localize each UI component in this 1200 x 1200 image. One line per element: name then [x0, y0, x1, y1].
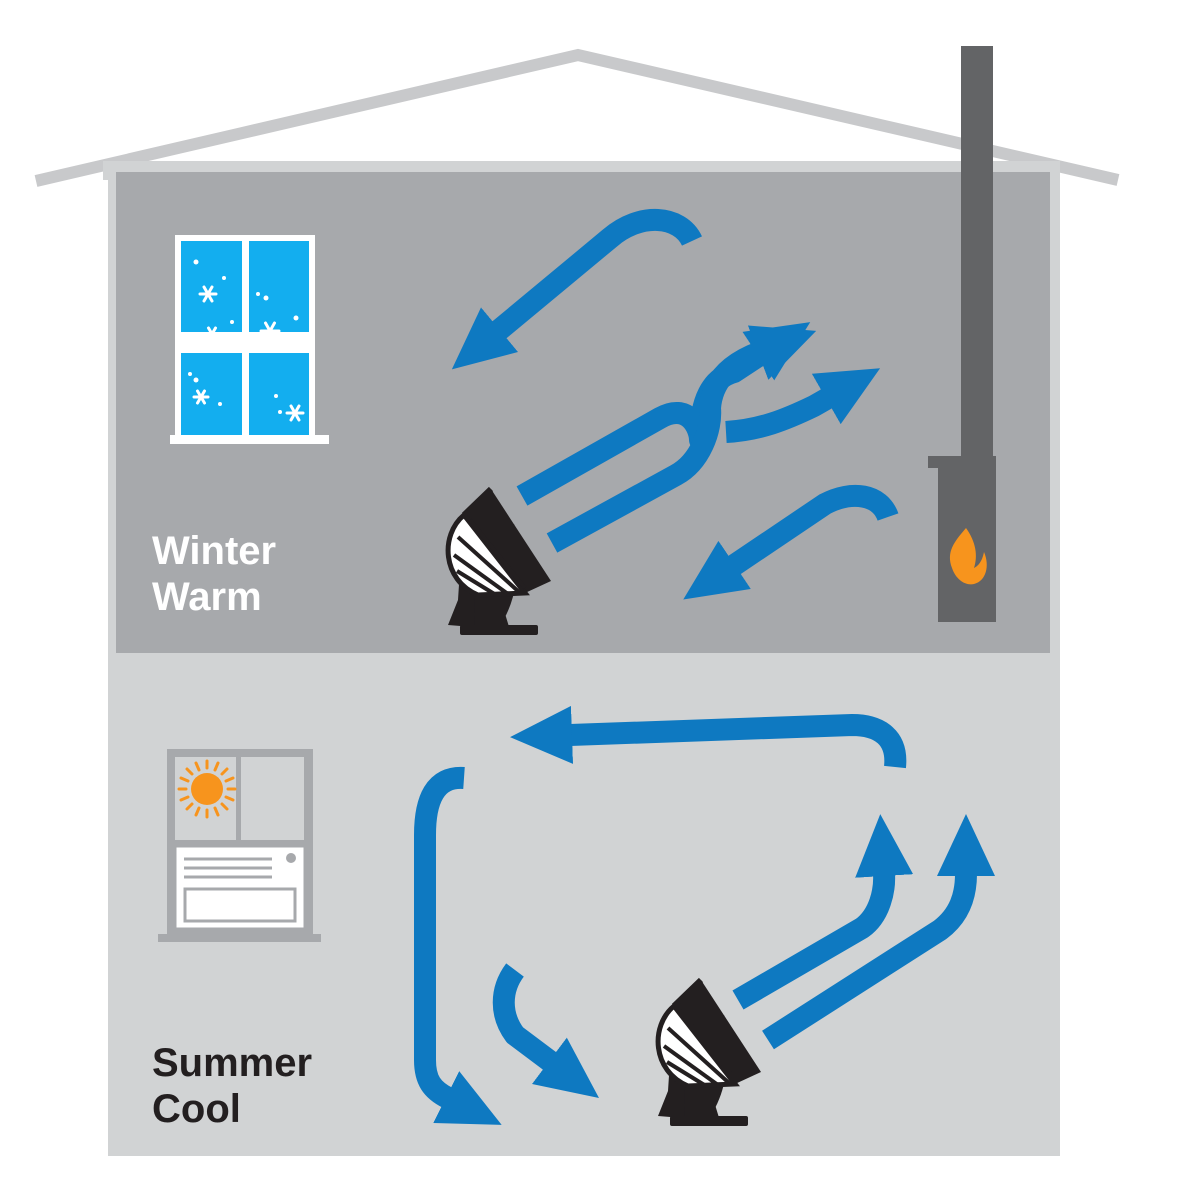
airflow-arrow [492, 963, 599, 1098]
airflow-arrow [762, 814, 995, 1050]
chimney-pipe [961, 46, 993, 466]
airflow-arrow [414, 766, 502, 1125]
fan-icon [655, 977, 761, 1126]
summer-airflow [414, 705, 995, 1125]
window-sill [170, 435, 329, 444]
winter-label-line1: Winter [152, 529, 277, 573]
window-pane [241, 757, 304, 840]
winter-room-label: Winter Warm [152, 528, 276, 620]
air-conditioner-icon [173, 844, 307, 931]
fan-icon [445, 486, 551, 635]
winter-label-line2: Warm [152, 575, 262, 619]
summer-label-line1: Summer [152, 1041, 313, 1085]
airflow-arrow [451, 208, 702, 370]
winter-airflow [451, 208, 899, 600]
airflow-arrow [683, 484, 899, 600]
stove-top [928, 456, 996, 468]
airflow-arrow [732, 814, 914, 1010]
flame-icon [949, 528, 987, 585]
wood-stove [928, 46, 996, 622]
window-pane [181, 353, 242, 435]
airflow-arrow [725, 368, 881, 443]
roof-outline [34, 48, 1120, 187]
snow-dots [188, 259, 299, 414]
summer-label-line2: Cool [152, 1087, 241, 1131]
snowflake-icon [192, 285, 305, 422]
summer-room-label: Summer Cool [152, 1040, 312, 1132]
window-pane [249, 241, 309, 332]
summer-window [158, 749, 321, 942]
airflow-arrow [510, 705, 907, 769]
sun-icon [177, 759, 237, 819]
window-sill [158, 934, 321, 942]
winter-window [170, 235, 329, 444]
airflow-arrow [546, 325, 817, 553]
window-pane [249, 353, 309, 435]
